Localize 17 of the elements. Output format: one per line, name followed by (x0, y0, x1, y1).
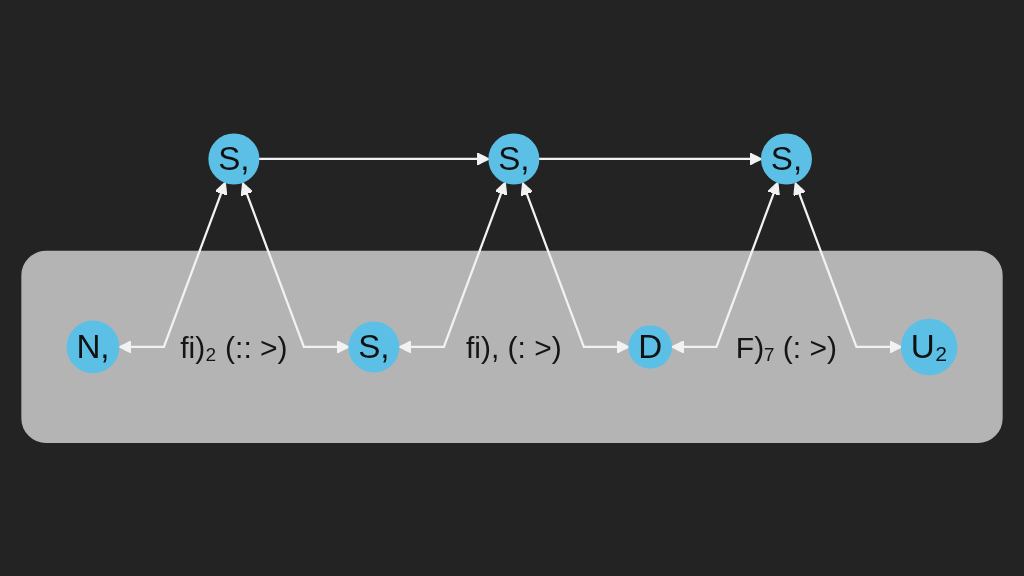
node-circle: S, (760, 133, 812, 185)
arrow (118, 181, 228, 354)
arrow (240, 181, 350, 354)
node-circle: D (628, 324, 672, 369)
arrow (258, 152, 490, 166)
arrow (520, 181, 630, 354)
formula-text: fi)₂ (:: >) (180, 330, 288, 364)
node-circle: S, (488, 133, 540, 185)
cluster (21, 250, 1003, 443)
node-circle: S, (348, 321, 400, 373)
node-circle: N, (66, 320, 120, 374)
arrow (398, 181, 508, 354)
formula-text: fi), (: >) (465, 330, 562, 364)
node-circle: S, (208, 133, 260, 185)
node-circle: U₂ (900, 318, 958, 375)
arrow (671, 181, 780, 354)
formula-text: F)₇ (: >) (735, 330, 837, 364)
